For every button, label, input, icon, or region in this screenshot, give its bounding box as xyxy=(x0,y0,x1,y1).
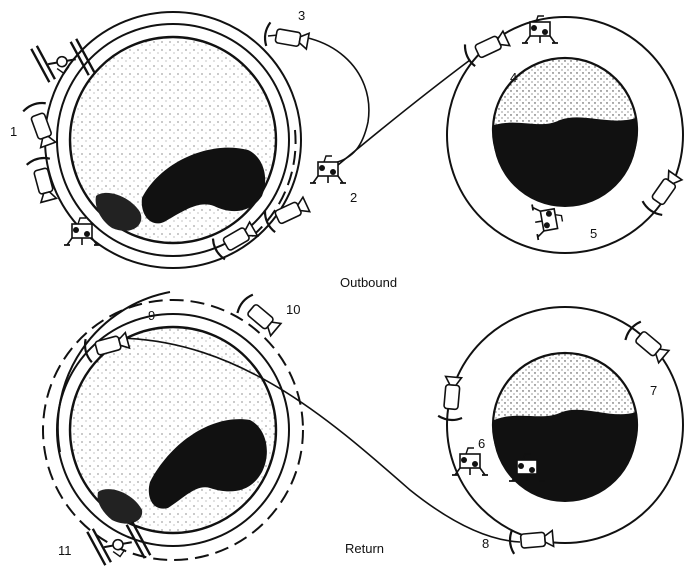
outer-return-arc xyxy=(56,291,171,453)
caption-return: Return xyxy=(345,541,384,556)
transfer-vehicle-icon xyxy=(461,26,513,69)
step-label-7: 7 xyxy=(650,383,657,398)
step-label-6: 6 xyxy=(478,436,485,451)
step-label-3: 3 xyxy=(298,8,305,23)
trans-lunar-trajectory xyxy=(337,59,471,166)
step-label-4: 4 xyxy=(510,70,517,85)
return-panel: 6 7 8 9 10 11 Return xyxy=(42,291,684,569)
space-station-icon xyxy=(29,35,96,86)
caption-outbound: Outbound xyxy=(340,275,397,290)
step-label-10: 10 xyxy=(286,302,300,317)
transfer-vehicle-icon xyxy=(262,20,311,55)
earth-icon xyxy=(68,35,278,245)
step-label-5: 5 xyxy=(590,226,597,241)
step-label-11: 11 xyxy=(58,543,72,558)
lander-icon xyxy=(63,217,101,246)
transfer-vehicle-icon xyxy=(21,99,61,151)
transfer-vehicle-icon xyxy=(639,167,684,219)
outbound-panel: 1 2 3 4 5 Outbound xyxy=(10,8,684,290)
lunar-orbit xyxy=(446,16,684,254)
lunar-orbit xyxy=(446,306,684,544)
dashed-return-orbit xyxy=(42,299,304,561)
trans-earth-trajectory xyxy=(117,337,521,543)
step-label-9: 9 xyxy=(148,308,155,323)
dashed-orbit-segment xyxy=(249,129,297,239)
moon-icon xyxy=(491,56,639,207)
leo-orbit xyxy=(56,23,290,257)
transfer-vehicle-icon xyxy=(507,525,556,556)
phasing-trajectory xyxy=(267,34,370,165)
step-label-1: 1 xyxy=(10,124,17,139)
step-label-2: 2 xyxy=(350,190,357,205)
lander-icon xyxy=(451,447,489,476)
transfer-vehicle-icon xyxy=(436,374,467,423)
transfer-vehicle-icon xyxy=(24,154,62,205)
earth-icon xyxy=(68,325,278,535)
moon-icon xyxy=(491,351,639,502)
step-label-8: 8 xyxy=(482,536,489,551)
